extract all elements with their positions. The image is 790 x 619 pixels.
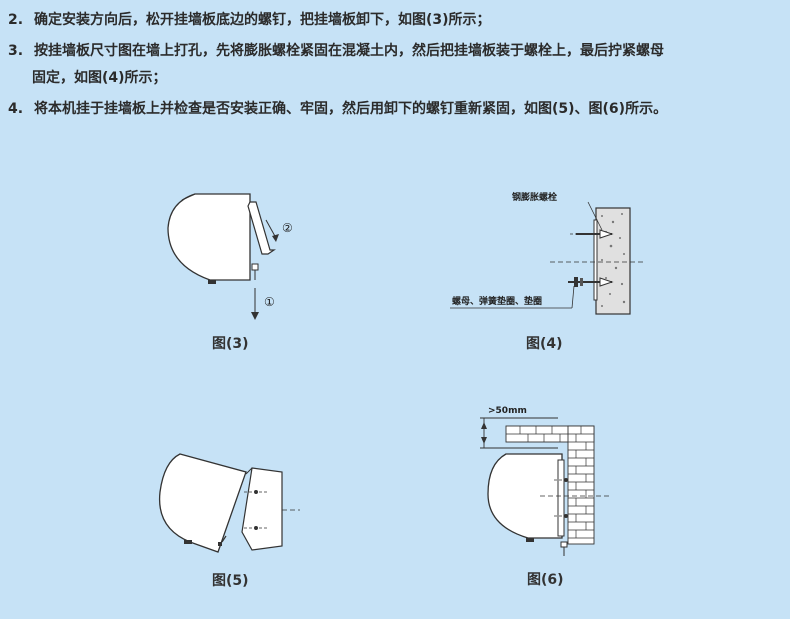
figure-3-illustration: ② ① (167, 193, 293, 320)
step-text-continued: 固定，如图(4)所示； (32, 70, 167, 86)
figure-4-caption: 图(4) (526, 336, 563, 352)
step-number: 3. (8, 43, 24, 59)
instruction-steps: 2. 确定安装方向后，松开挂墙板底边的螺钉，把挂墙板卸下，如图(3)所示； 3. 按… (8, 12, 783, 132)
step-3-continuation: 固定，如图(4)所示； (8, 70, 783, 87)
step-3: 3. 按挂墙板尺寸图在墙上打孔，先将膨胀螺栓紧固在混凝土内，然后把挂墙板装于螺栓上… (8, 43, 783, 60)
figure-5-caption: 图(5) (212, 573, 249, 589)
label-clearance: >50mm (488, 406, 527, 416)
step-number: 4. (8, 101, 24, 117)
figure-6: >50mm (470, 400, 640, 600)
figure-4: 钢膨胀螺栓 螺母、弹簧垫圈、垫圈 图(4) (450, 180, 650, 360)
label-nut-washer: 螺母、弹簧垫圈、垫圈 (452, 295, 542, 307)
figure-6-illustration: >50mm (480, 406, 610, 556)
marker-1: ① (264, 295, 275, 309)
step-text: 将本机挂于挂墙板上并检查是否安装正确、牢固，然后用卸下的螺钉重新紧固，如图(5)… (34, 101, 668, 117)
figure-5: 图(5) (150, 440, 310, 600)
figure-6-caption: 图(6) (527, 572, 564, 588)
step-2: 2. 确定安装方向后，松开挂墙板底边的螺钉，把挂墙板卸下，如图(3)所示； (8, 12, 783, 29)
step-text: 确定安装方向后，松开挂墙板底边的螺钉，把挂墙板卸下，如图(3)所示； (34, 12, 491, 28)
figure-4-illustration: 钢膨胀螺栓 螺母、弹簧垫圈、垫圈 (450, 191, 646, 315)
step-text: 按挂墙板尺寸图在墙上打孔，先将膨胀螺栓紧固在混凝土内，然后把挂墙板装于螺栓上，最… (34, 43, 664, 59)
label-expansion-bolt: 钢膨胀螺栓 (512, 191, 557, 203)
step-4: 4. 将本机挂于挂墙板上并检查是否安装正确、牢固，然后用卸下的螺钉重新紧固，如图(… (8, 101, 783, 118)
step-number: 2. (8, 12, 24, 28)
figure-3-caption: 图(3) (212, 336, 249, 352)
figure-5-illustration (158, 453, 300, 553)
figure-3: ② ① 图(3) (150, 180, 310, 360)
marker-2: ② (282, 221, 293, 235)
